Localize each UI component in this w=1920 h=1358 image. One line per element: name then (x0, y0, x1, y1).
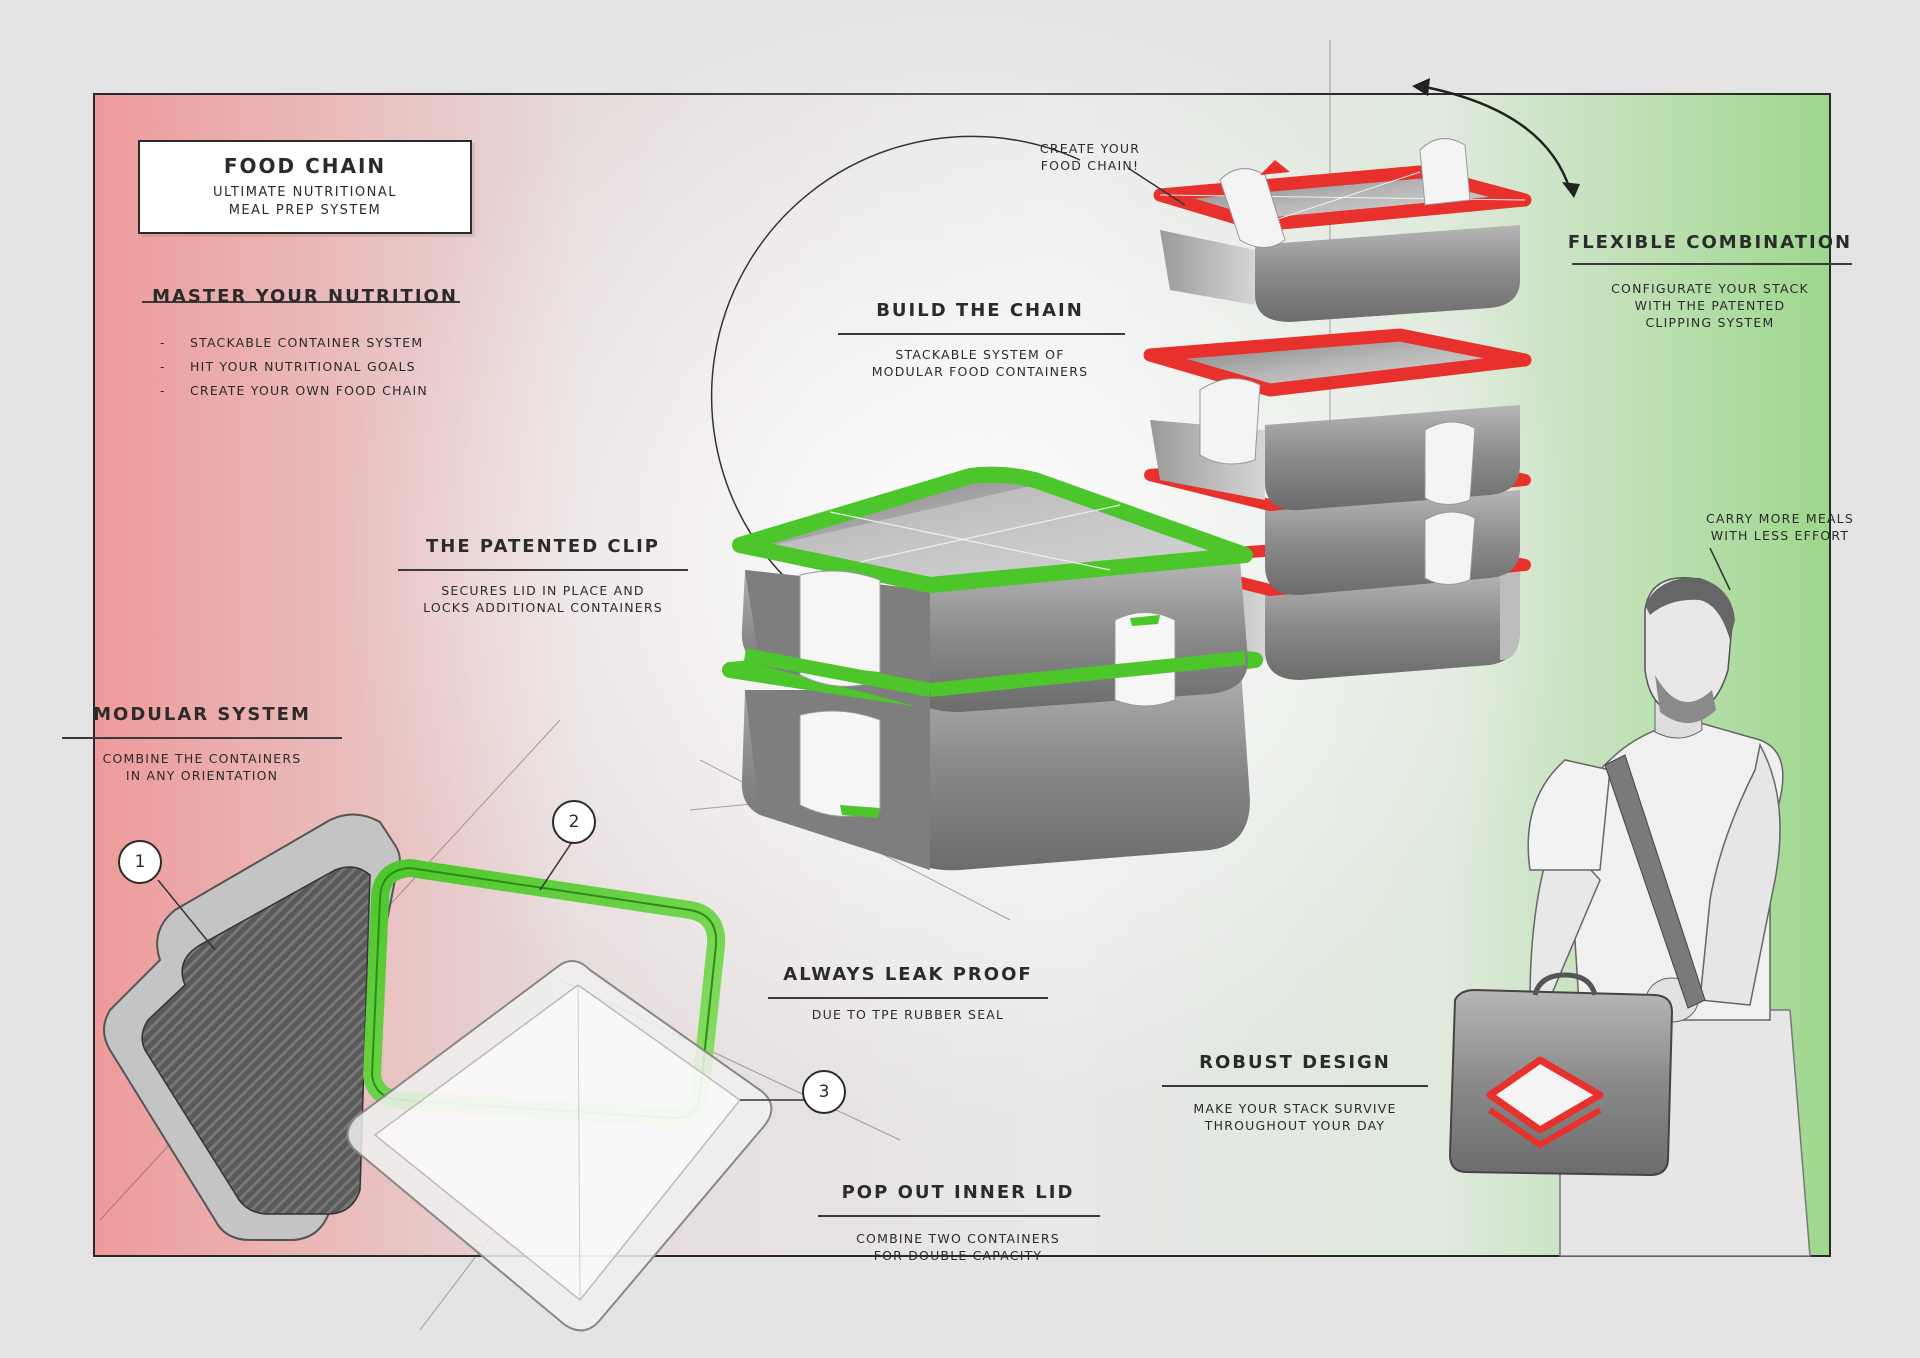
leak-proof-heading: Always Leak Proof (783, 964, 1033, 985)
patented-clip-line-1: Secures lid in place and (441, 583, 645, 598)
carry-line-2: with less effort (1710, 528, 1850, 543)
pop-out-line-1: Combine two containers (856, 1231, 1060, 1246)
rotate-arrow-icon (1412, 78, 1580, 198)
pop-out-desc: Combine two containers for double capaci… (808, 1230, 1108, 1264)
product-title: Food Chain (223, 154, 387, 178)
part-number-3: 3 (802, 1070, 846, 1114)
patented-clip-line-2: locks additional containers (423, 600, 663, 615)
red-container-stack (1143, 138, 1532, 680)
title-card: Food Chain Ultimate Nutritional Meal Pre… (138, 140, 472, 234)
pop-out-line-2: for double capacity (873, 1248, 1043, 1263)
flexible-line-3: clipping system (1645, 315, 1775, 330)
man-with-bag-figure (1448, 547, 1811, 1257)
build-chain-desc: Stackable system of modular food contain… (830, 346, 1130, 380)
flexible-heading: Flexible Combination (1567, 232, 1853, 253)
nutrition-list: -Stackable container system -Hit your nu… (160, 330, 428, 402)
patented-clip-desc: Secures lid in place and locks additiona… (393, 582, 693, 616)
list-item: -Stackable container system (160, 334, 424, 350)
modular-heading: Modular System (93, 704, 311, 725)
product-subtitle: Ultimate Nutritional Meal Prep System (140, 184, 470, 220)
leak-proof-desc: Due to TPE rubber seal (811, 1007, 1005, 1022)
subtitle-line-2: Meal Prep System (228, 203, 382, 218)
robust-line-1: Make your stack survive (1193, 1101, 1397, 1116)
exploded-view (103, 813, 808, 1332)
robust-line-2: throughout your day (1204, 1118, 1386, 1133)
carry-line-1: Carry more meals (1706, 511, 1854, 526)
modular-line-1: Combine the containers (102, 751, 302, 766)
part-number-1: 1 (118, 840, 162, 884)
list-item: -Hit your nutritional goals (160, 358, 416, 374)
robust-desc: Make your stack survive throughout your … (1145, 1100, 1445, 1134)
modular-line-2: in any orientation (125, 768, 279, 783)
flexible-desc: Configurate your stack with the patented… (1560, 280, 1860, 331)
patented-clip-heading: The Patented Clip (426, 536, 660, 557)
subtitle-line-1: Ultimate Nutritional (212, 185, 398, 200)
create-chain-note: Create your food chain! (1010, 140, 1170, 174)
flexible-line-2: with the patented (1634, 298, 1786, 313)
create-chain-line-2: food chain! (1040, 158, 1140, 173)
modular-desc: Combine the containers in any orientatio… (52, 750, 352, 784)
master-nutrition-heading: Master Your Nutrition (152, 286, 458, 307)
green-container-stack (722, 466, 1263, 871)
carry-note: Carry more meals with less effort (1680, 510, 1880, 544)
build-chain-heading: Build the Chain (876, 300, 1084, 321)
build-chain-line-2: modular food containers (871, 364, 1089, 379)
list-item: -Create your own food chain (160, 382, 428, 398)
flexible-line-1: Configurate your stack (1611, 281, 1809, 296)
robust-heading: Robust Design (1199, 1052, 1391, 1073)
pop-out-heading: Pop Out Inner Lid (841, 1182, 1075, 1203)
build-chain-line-1: Stackable system of (895, 347, 1065, 362)
part-number-2: 2 (552, 800, 596, 844)
create-chain-line-1: Create your (1039, 141, 1141, 156)
